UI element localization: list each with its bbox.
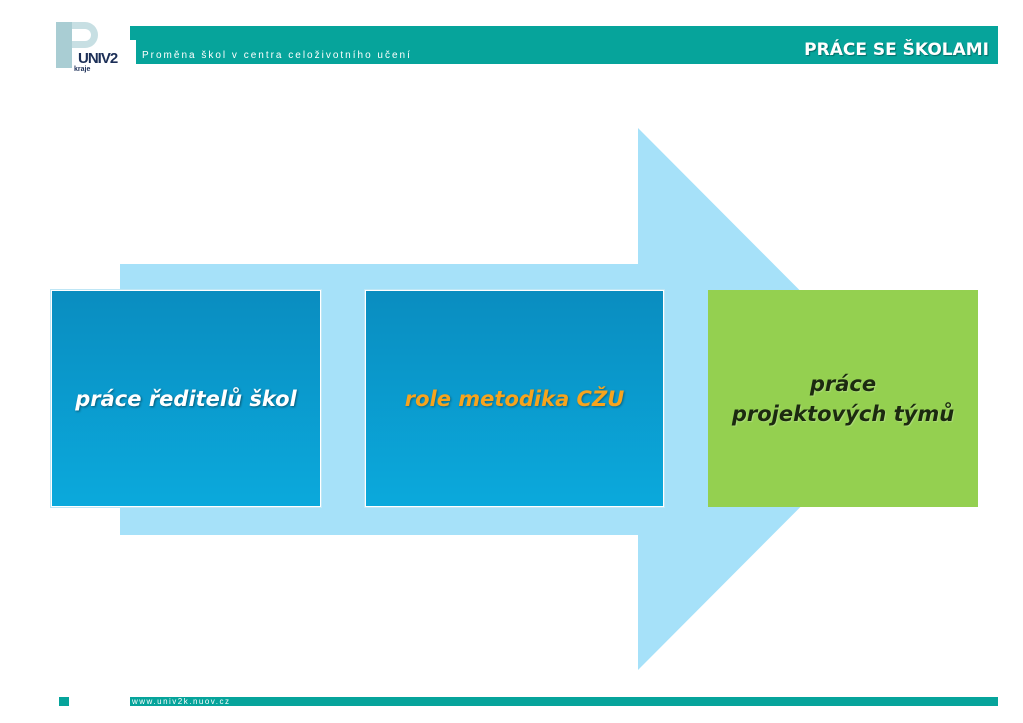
header-subtitle: Proměna škol v centra celoživotního učen… [142,50,412,61]
header-bar [130,26,998,64]
step-label-directors: práce ředitelů škol [75,386,297,411]
footer-square [59,697,69,706]
logo-text: UNIV2 [78,50,118,67]
footer-url: www.univ2k.nuov.cz [132,697,231,706]
page-title: PRÁCE SE ŠKOLAMI [804,40,989,60]
step-box-directors: práce ředitelů škol [50,289,322,508]
step-box-project-teams: práce projektových týmů [708,290,978,507]
step-label-methodist: role metodika CŽU [404,386,625,411]
step-label-project-teams-line1: práce [809,371,877,396]
logo-subtext: kraje [74,66,91,73]
footer-bar [130,697,998,706]
step-box-methodist: role metodika CŽU [364,289,665,508]
logo-p-stem [56,22,72,68]
logo-p-bowl [72,22,98,48]
step-label-project-teams-line2: projektových týmů [731,401,955,426]
header-tag [130,40,136,64]
